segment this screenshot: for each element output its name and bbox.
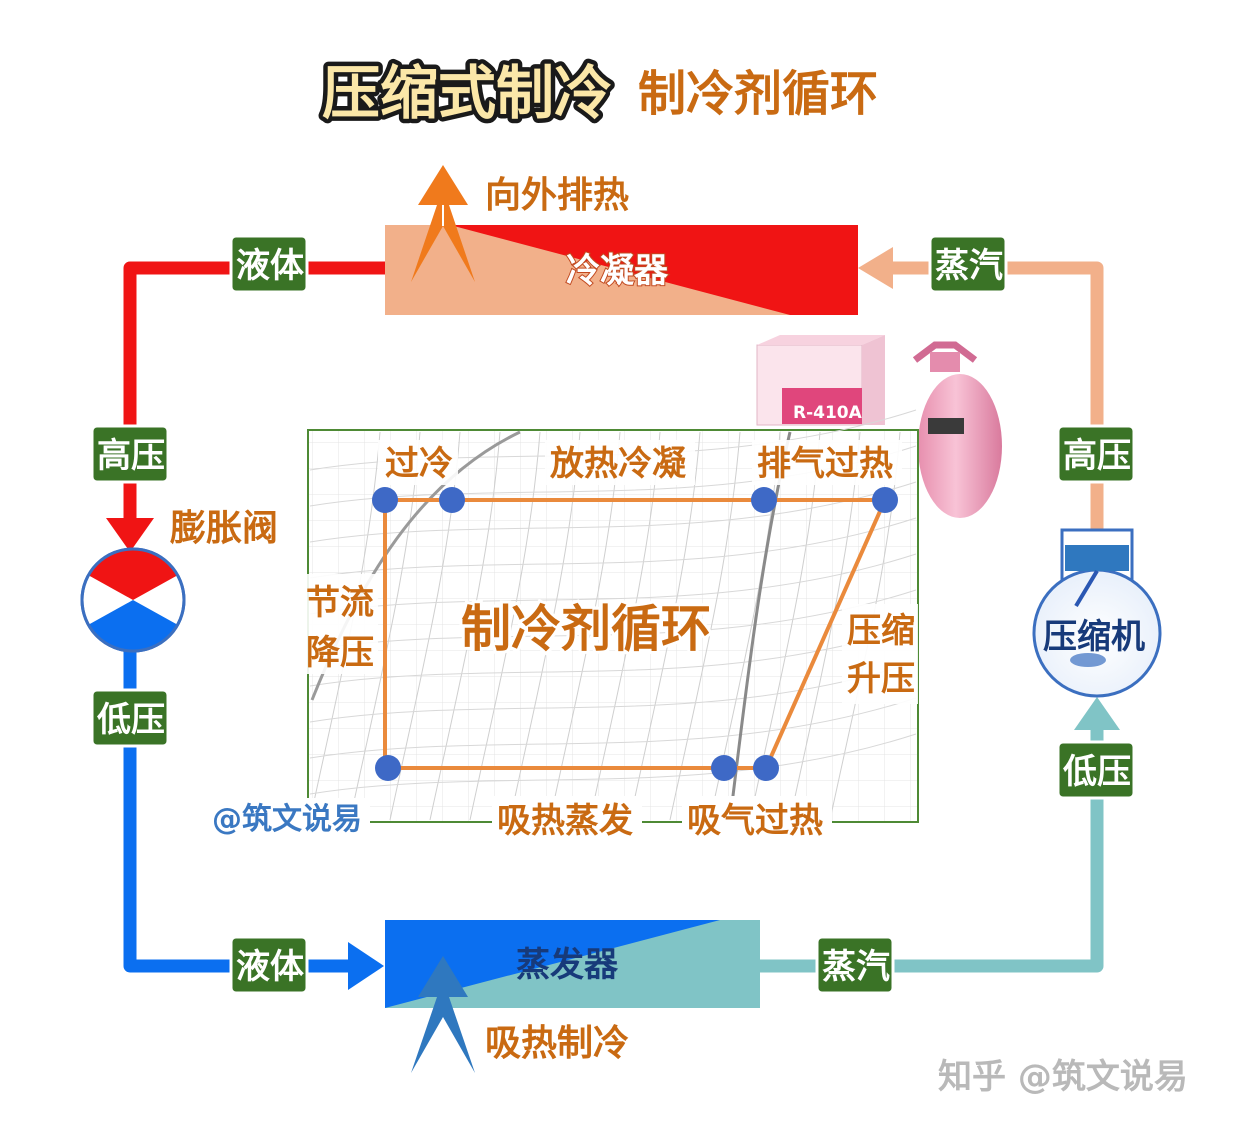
compressor-label: 压缩机 [1043,617,1145,657]
evaporator: 蒸发器 吸热制冷 [385,920,760,1073]
title-sub: 制冷剂循环 [638,66,878,122]
badge-vapor-bottom-text: 蒸汽 [822,947,890,987]
cycle-point-discharge [872,487,898,513]
condenser-label: 冷凝器 [566,251,669,291]
label-discharge-superheat: 排气过热 [757,444,893,484]
chart-curve [309,625,917,687]
label-compression-1: 压缩 [847,611,915,651]
badge-high-pressure-left-text: 高压 [97,436,165,476]
condenser-note: 向外排热 [485,175,629,216]
evaporator-note: 吸热制冷 [485,1023,629,1064]
badge-vapor-bottom: 蒸汽 [815,935,895,995]
cycle-point-condensed [372,487,398,513]
cycle-point-suction [753,755,779,781]
label-compression-2: 升压 [847,659,915,699]
chart-curve [309,661,917,723]
cycle-point-after-expansion [375,755,401,781]
expansion-valve-label: 膨胀阀 [170,508,278,549]
title-main: 压缩式制冷 [322,59,612,127]
badge-liquid-bottom-text: 液体 [236,947,304,987]
badge-vapor-top: 蒸汽 [928,234,1008,294]
badge-low-pressure-right: 低压 [1056,740,1136,800]
signature: @筑文说易 [212,802,362,837]
chart-curve [469,431,541,821]
badge-liquid-bottom: 液体 [229,935,309,995]
arrow-into-condenser-icon [858,247,893,289]
label-suction-superheat: 吸气过热 [687,801,823,841]
badge-high-pressure-right-text: 高压 [1063,436,1131,476]
refrigerant-box-panel [782,388,862,424]
chart-curve [309,589,917,651]
label-evaporating: 吸热蒸发 [497,801,633,841]
refrigerant-cylinder-icon [918,374,1002,518]
evaporator-label: 蒸发器 [516,945,619,985]
badge-liquid-top: 液体 [229,234,309,294]
chart-curve [309,697,917,759]
refrigerant-product: R-410A [756,335,1002,518]
refrigerant-box-label: R-410A [793,403,863,423]
chart-curve [309,481,917,543]
badges: 液体 蒸汽 高压 高压 低压 低压 液体 蒸汽 [90,234,1136,995]
evaporator-cold-zone [385,920,720,1008]
cycle-point-saturated-liquid [439,487,465,513]
badge-high-pressure-left: 高压 [90,424,170,484]
cycle-point-saturated-vapor [751,487,777,513]
cycle-chart-center-label: 制冷剂循环 [461,600,711,658]
badge-vapor-top-text: 蒸汽 [935,246,1003,286]
arrow-into-compressor-icon [1074,697,1120,730]
arrow-into-evaporator-icon [348,942,384,990]
label-subcooling: 过冷 [385,444,453,484]
badge-liquid-top-text: 液体 [236,246,304,286]
badge-low-pressure-left: 低压 [90,688,170,748]
cycle-chart: 过冷 放热冷凝 排气过热 节流 降压 压缩 升压 制冷剂循环 吸热蒸发 吸气过热… [206,409,919,842]
chart-curve [309,517,917,579]
chart-curve [309,733,917,795]
chart-curve [429,431,501,821]
label-condensing: 放热冷凝 [550,444,686,484]
heat-in-arrow-icon [411,956,475,1073]
compressor: 压缩机 [1032,528,1162,698]
label-throttle-2: 降压 [306,633,374,673]
cycle-point-evaporated [711,755,737,781]
condenser-hot-zone [450,225,858,315]
title-group: 压缩式制冷 制冷剂循环 [318,55,879,132]
compressor-piston [1065,545,1129,571]
badge-high-pressure-right: 高压 [1056,424,1136,484]
chart-curve [309,553,917,615]
badge-low-pressure-right-text: 低压 [1063,752,1131,792]
expansion-valve: 膨胀阀 [80,508,278,653]
watermark: 知乎 @筑文说易 [938,1057,1188,1097]
arrow-into-valve-icon [106,518,154,552]
label-throttle-1: 节流 [306,583,374,623]
condenser: 冷凝器 向外排热 [385,165,858,315]
badge-low-pressure-left-text: 低压 [97,700,165,740]
